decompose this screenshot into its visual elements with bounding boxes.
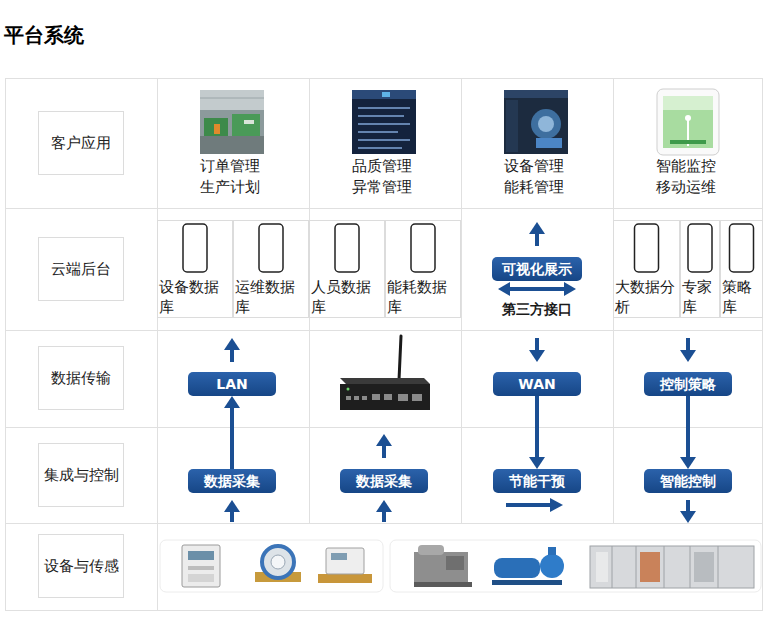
node-text: 专家库 bbox=[682, 277, 719, 317]
gateway-router bbox=[340, 336, 430, 410]
database-cell: 专家库 bbox=[680, 220, 720, 318]
flow-arrows bbox=[224, 222, 696, 523]
row-label-box: 设备与传感 bbox=[38, 534, 124, 598]
electricity-meter bbox=[182, 545, 220, 587]
connector bbox=[224, 396, 240, 469]
connector bbox=[529, 396, 545, 469]
arrow-head bbox=[224, 396, 240, 408]
image-caption: 订单管理 生产计划 bbox=[200, 156, 269, 198]
arrow-head bbox=[680, 457, 696, 469]
node-text: 智能控制 bbox=[660, 473, 716, 489]
device-panel bbox=[390, 540, 761, 592]
node-text: 数据采集 bbox=[204, 473, 260, 489]
database-cell: 能耗数据库 bbox=[385, 220, 461, 318]
row-label-box: 数据传输 bbox=[38, 346, 124, 410]
image-caption: 品质管理 异常管理 bbox=[352, 156, 421, 198]
blue-pill-box: 节能干预 bbox=[493, 469, 581, 493]
row-label-box: 客户应用 bbox=[38, 111, 124, 175]
dashboard-screenshot bbox=[352, 90, 416, 154]
node-text: 集成与控制 bbox=[44, 465, 119, 485]
node-text: 设备数据库 bbox=[159, 277, 232, 317]
water-meter bbox=[255, 546, 301, 582]
node-text: 设备与传感 bbox=[44, 556, 119, 576]
node-text: 云端后台 bbox=[51, 259, 111, 279]
node-text: 控制策略 bbox=[660, 376, 716, 392]
node-text: 大数据分析 bbox=[615, 277, 679, 317]
database-cell: 运维数据库 bbox=[233, 220, 309, 318]
node-text: LAN bbox=[216, 376, 247, 392]
blue-pill-box: 智能控制 bbox=[644, 469, 732, 493]
image-caption: 智能监控 移动运维 bbox=[656, 156, 725, 198]
blue-pill-box: 数据采集 bbox=[188, 469, 276, 493]
node-text: 人员数据库 bbox=[311, 277, 384, 317]
grid-lines bbox=[5, 78, 763, 611]
database-icons bbox=[183, 224, 754, 272]
device-screenshot bbox=[504, 90, 568, 154]
node-text: 数据采集 bbox=[356, 473, 412, 489]
node-text: 运维数据库 bbox=[235, 277, 308, 317]
node-text: 策略库 bbox=[722, 277, 762, 317]
node-text: 可视化展示 bbox=[502, 261, 572, 277]
blue-pill-box: 控制策略 bbox=[644, 372, 732, 396]
blue-pill-box: 可视化展示 bbox=[492, 257, 582, 281]
factory-photo bbox=[200, 90, 264, 154]
row-label-box: 集成与控制 bbox=[38, 443, 124, 507]
image-caption: 设备管理 能耗管理 bbox=[504, 156, 573, 198]
interface-label: 第三方接口 bbox=[502, 299, 572, 320]
connector-line bbox=[686, 396, 690, 459]
air-handling-unit bbox=[590, 546, 754, 588]
blue-pill-box: 数据采集 bbox=[340, 469, 428, 493]
blue-pill-box: LAN bbox=[188, 372, 276, 396]
database-cell: 人员数据库 bbox=[309, 220, 385, 318]
arrow-head bbox=[529, 457, 545, 469]
node-text: 能耗数据库 bbox=[387, 277, 460, 317]
node-text: 客户应用 bbox=[51, 133, 111, 153]
water-pump bbox=[492, 547, 564, 585]
node-text: WAN bbox=[518, 376, 555, 392]
chiller-unit bbox=[414, 545, 472, 587]
blue-pill-box: WAN bbox=[493, 372, 581, 396]
phone-app bbox=[657, 89, 719, 155]
connector-line bbox=[230, 406, 234, 469]
database-cell: 大数据分析 bbox=[613, 220, 680, 318]
database-cell: 策略库 bbox=[720, 220, 763, 318]
device-panel bbox=[160, 540, 383, 592]
node-text: 数据传输 bbox=[51, 368, 111, 388]
database-cell: 设备数据库 bbox=[157, 220, 233, 318]
node-text: 节能干预 bbox=[509, 473, 565, 489]
title: 平台系统 bbox=[4, 22, 84, 48]
heat-meter bbox=[318, 548, 372, 583]
connector-line bbox=[535, 396, 539, 459]
row-label-box: 云端后台 bbox=[38, 237, 124, 301]
connector bbox=[680, 396, 696, 469]
